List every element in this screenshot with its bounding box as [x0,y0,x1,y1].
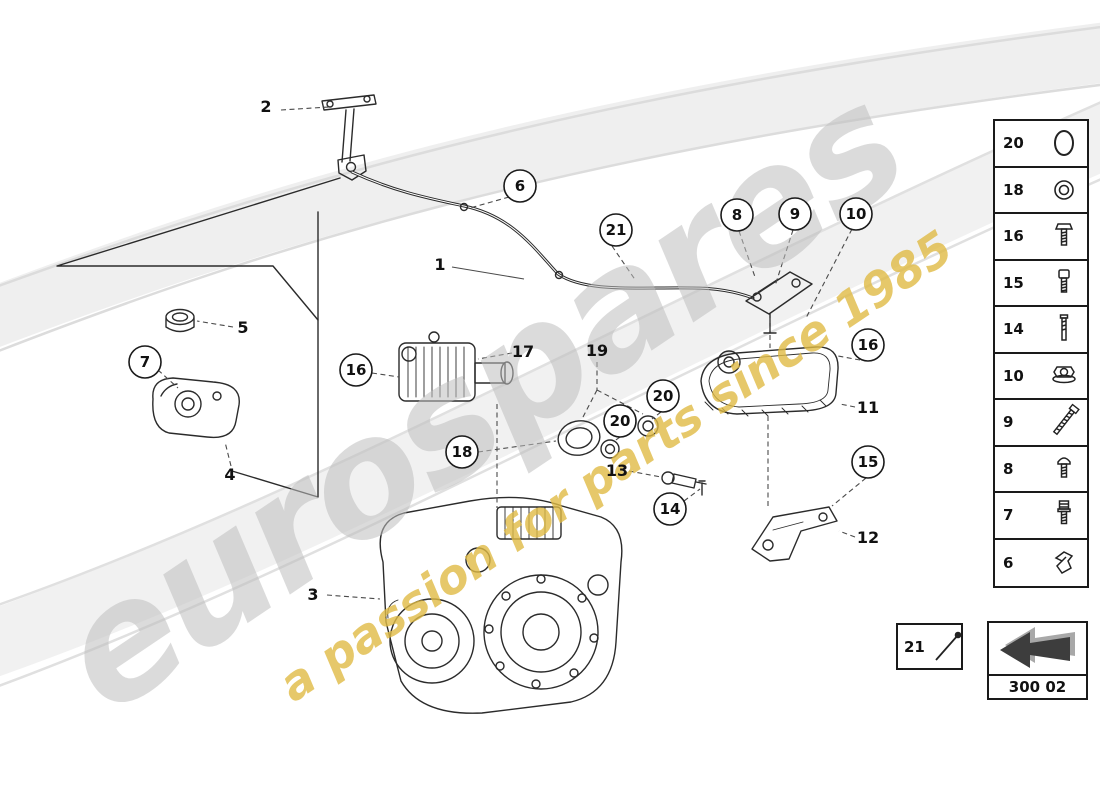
legend-item-18[interactable]: 18 [995,168,1087,214]
legend-item-18-number: 18 [1003,180,1024,199]
callout-16-right-number: 16 [858,336,879,354]
legend-item-7-number: 7 [1003,506,1014,525]
legend-item-9[interactable]: 9 [995,400,1087,447]
callout-8[interactable]: 8 [720,198,754,232]
legend-item-16[interactable]: 16 [995,214,1087,261]
callout-21[interactable]: 21 [599,213,633,247]
callout-20-lower[interactable]: 20 [603,404,637,438]
callout-14[interactable]: 14 [653,492,687,526]
callout-20-upper-number: 20 [653,387,674,405]
pin-icon [929,627,965,667]
callout-9[interactable]: 9 [778,197,812,231]
callout-18[interactable]: 18 [445,435,479,469]
part-4-bracket-plate-drawing [152,377,240,439]
callout-7[interactable]: 7 [128,345,162,379]
seal-rings-drawing [557,415,659,459]
socket-bolt-icon [1047,262,1081,304]
back-arrow-icon [989,623,1086,674]
callout-21-number: 21 [606,221,627,239]
legend-item-7[interactable]: 7 [995,493,1087,540]
callout-8-number: 8 [732,206,742,224]
part-2-release-lever-drawing [321,94,377,181]
leader-lines [157,106,867,600]
callout-15-number: 15 [858,453,879,471]
label-12[interactable]: 12 [857,528,879,547]
label-1[interactable]: 1 [434,255,445,274]
label-3[interactable]: 3 [307,585,318,604]
cap-screw-icon [1047,494,1081,536]
label-19[interactable]: 19 [586,341,608,360]
legend-item-14[interactable]: 14 [995,307,1087,354]
callout-6-number: 6 [515,177,525,195]
legend-item-20[interactable]: 20 [995,121,1087,168]
long-screw-icon [1047,401,1081,443]
callout-15[interactable]: 15 [851,445,885,479]
label-13[interactable]: 13 [606,461,628,480]
callout-20-upper[interactable]: 20 [646,379,680,413]
legend-item-10[interactable]: 10 [995,354,1087,400]
part-3-gearbox-drawing [379,496,623,714]
callout-20-lower-number: 20 [610,412,631,430]
item-21-box[interactable]: 21 [896,623,963,670]
diagram-code: 300 02 [989,674,1086,698]
callout-10-number: 10 [846,205,867,223]
body-panel-outline-drawing [56,177,341,498]
callout-18-number: 18 [452,443,473,461]
label-11[interactable]: 11 [857,398,879,417]
legend-item-6-number: 6 [1003,553,1014,572]
callout-16-right[interactable]: 16 [851,328,885,362]
legend-item-15-number: 15 [1003,273,1024,292]
plain-labels: 2 1 5 17 19 11 4 13 12 3 [224,97,879,604]
callout-14-number: 14 [660,500,681,518]
retaining-clip-icon [1047,542,1081,584]
legend-item-20-number: 20 [1003,134,1024,153]
label-17[interactable]: 17 [512,342,534,361]
label-2[interactable]: 2 [260,97,271,116]
callout-6[interactable]: 6 [503,169,537,203]
callout-7-number: 7 [140,353,150,371]
part-17-actuator-drawing [398,331,514,402]
pin-box-number: 21 [904,637,925,656]
flange-nut-icon [1047,355,1081,397]
legend-item-14-number: 14 [1003,320,1024,339]
part-11-cover-drawing [700,346,839,417]
o-ring-large-icon [1047,122,1081,164]
cable-bracket-drawing [745,271,813,334]
part-1-release-cable-drawing [350,170,755,300]
callout-9-number: 9 [790,205,800,223]
diagram-code-box[interactable]: 300 02 [987,621,1088,700]
callout-16-left-number: 16 [346,361,367,379]
legend-item-6[interactable]: 6 [995,540,1087,587]
part-5-bushing-drawing [165,308,195,333]
callout-16-left[interactable]: 16 [339,353,373,387]
stud-pin-icon [1047,308,1081,350]
part-12-bracket-drawing [751,506,838,562]
hex-bolt-icon [1047,215,1081,257]
legend-item-15[interactable]: 15 [995,261,1087,307]
legend-item-16-number: 16 [1003,227,1024,246]
legend-item-8-number: 8 [1003,459,1014,478]
part-13-switch-drawing [661,471,707,496]
legend-item-10-number: 10 [1003,366,1024,385]
parts-legend: 20 18 16 15 [993,119,1089,588]
o-ring-small-icon [1047,169,1081,211]
legend-item-9-number: 9 [1003,413,1014,432]
legend-item-8[interactable]: 8 [995,447,1087,493]
pan-head-screw-icon [1047,448,1081,490]
callouts: 6 21 8 9 10 7 16 16 [128,169,885,526]
callout-10[interactable]: 10 [839,197,873,231]
label-5[interactable]: 5 [237,318,248,337]
label-4[interactable]: 4 [224,465,235,484]
